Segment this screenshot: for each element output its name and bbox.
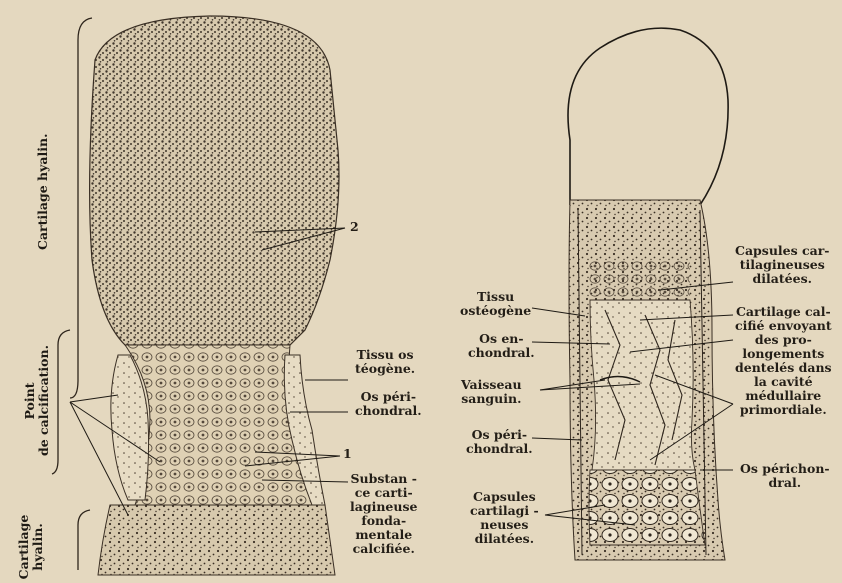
label-cartilage-hyalin-top: Cartilage hyalin. — [36, 140, 50, 250]
label-vaisseau-sanguin: Vaisseau sanguin. — [461, 378, 522, 406]
label-cartilage-calcifie: Cartilage cal- cifié envoyant des pro- l… — [735, 305, 832, 417]
left-brackets — [52, 18, 92, 570]
right-capsules-lower — [589, 470, 705, 545]
left-bone-figure — [90, 16, 339, 575]
label-os-perichondral-far-right: Os périchon- dral. — [740, 462, 830, 490]
label-os-enchondral: Os en- chondral. — [468, 332, 535, 360]
label-number-2: 2 — [350, 220, 359, 234]
label-number-1: 1 — [343, 447, 352, 461]
label-os-perichondral-left: Os péri- chondral. — [355, 390, 422, 418]
label-tissu-osteogene-right: Tissu ostéogène — [460, 290, 531, 318]
label-cartilage-hyalin-bottom: Cartilage hyalin. — [17, 512, 45, 582]
label-point-calcification: Point de calcification. — [23, 346, 51, 456]
right-outline-head — [568, 28, 728, 205]
right-bone-figure — [568, 28, 728, 560]
label-capsules-cartilagineuses-lower: Capsules cartilagi - neuses dilatées. — [470, 490, 539, 546]
label-os-perichondral-right-left: Os péri- chondral. — [466, 428, 533, 456]
label-capsules-cartilagineuses-upper: Capsules car- tilagineuses dilatées. — [735, 244, 830, 286]
label-tissu-osteogene-left: Tissu os téogène. — [355, 348, 415, 376]
label-substance-calcifiee: Substan - ce carti- lagineuse fonda- men… — [350, 472, 417, 556]
